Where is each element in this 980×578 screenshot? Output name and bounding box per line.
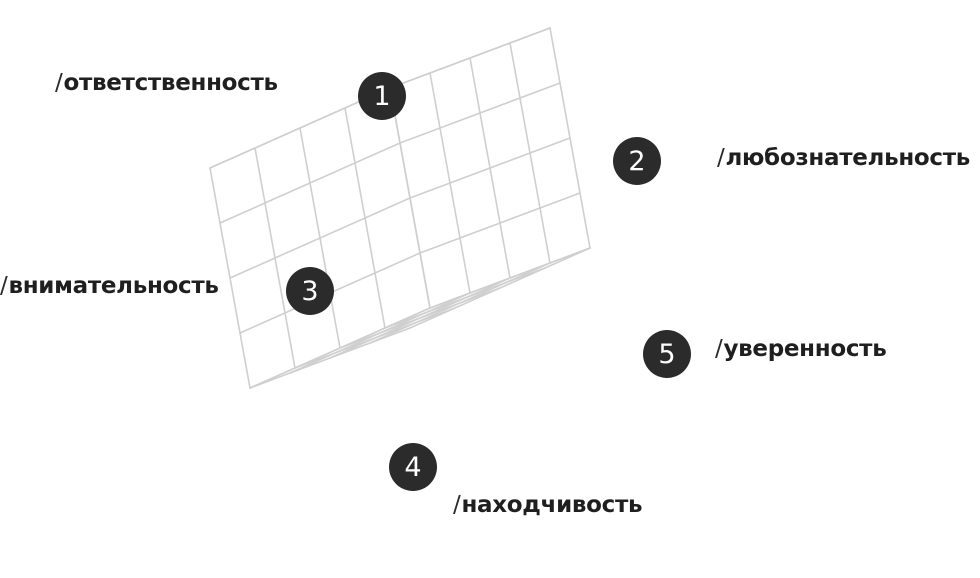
- grid-line-15: [229, 197, 411, 279]
- label-slash: /: [715, 336, 723, 362]
- label-slash: /: [717, 145, 725, 171]
- grid-line-28: [249, 327, 411, 389]
- label-text: ответственность: [63, 70, 278, 96]
- label-attentiveness: /внимательность: [0, 273, 219, 299]
- grid-line-22: [294, 307, 456, 369]
- grid-line-17: [329, 277, 511, 359]
- badge-3: 3: [286, 267, 334, 315]
- grid-line-24: [549, 27, 591, 249]
- label-text: внимательность: [8, 273, 219, 299]
- label-text: любознательность: [725, 145, 971, 171]
- badge-number: 3: [301, 275, 319, 307]
- label-responsibility: /ответственность: [55, 70, 278, 96]
- label-curiosity: /любознательность: [717, 145, 970, 171]
- badge-5: 5: [643, 330, 691, 378]
- grid-line-18: [509, 42, 551, 264]
- grid-line-23: [369, 262, 551, 344]
- label-confidence: /уверенность: [715, 336, 887, 362]
- badge-number: 5: [658, 338, 676, 370]
- badge-4: 4: [389, 443, 437, 491]
- grid-line-19: [399, 82, 561, 144]
- cube-grid-lines: [209, 27, 591, 389]
- badge-number: 2: [628, 145, 646, 177]
- grid-line-20: [254, 147, 296, 369]
- label-text: находчивость: [461, 492, 643, 518]
- label-slash: /: [0, 273, 8, 299]
- label-slash: /: [55, 70, 63, 96]
- grid-line-31: [389, 27, 551, 89]
- badge-2: 2: [613, 137, 661, 185]
- label-slash: /: [453, 492, 461, 518]
- label-text: уверенность: [723, 336, 887, 362]
- label-resourcefulness: /находчивость: [453, 492, 643, 518]
- grid-line-26: [209, 167, 251, 389]
- badge-number: 4: [404, 451, 422, 483]
- badge-number: 1: [373, 80, 391, 112]
- badge-1: 1: [358, 72, 406, 120]
- grid-line-21: [219, 142, 401, 224]
- grid-line-13: [409, 137, 571, 199]
- grid-line-29: [409, 247, 591, 329]
